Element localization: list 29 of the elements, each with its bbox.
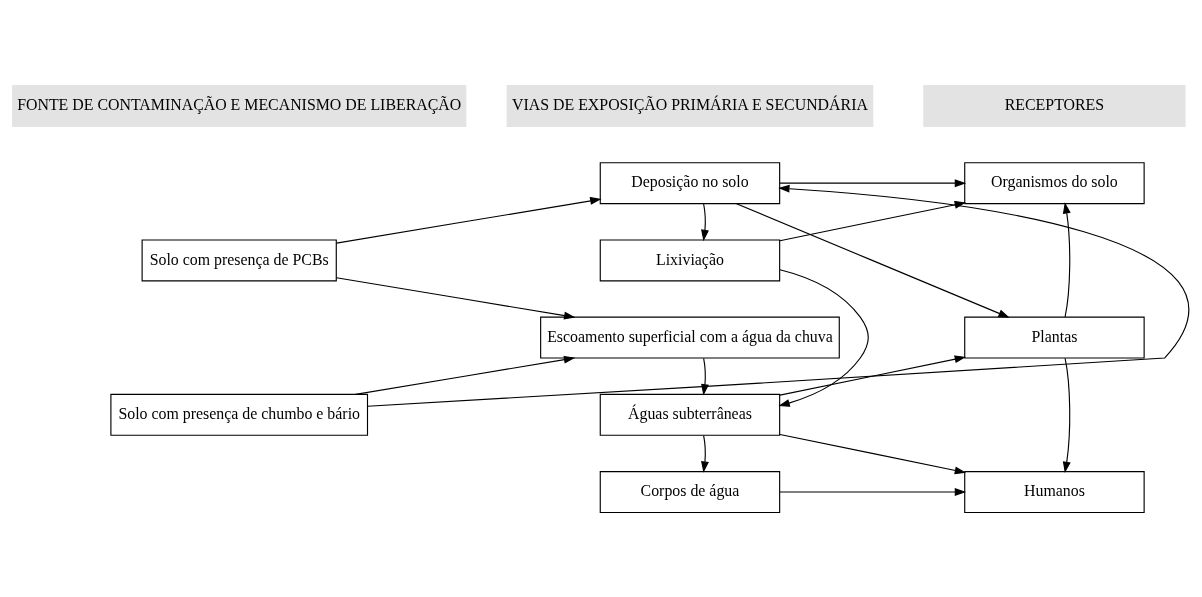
arrow — [779, 433, 967, 474]
node-box: Corpos de água — [599, 470, 781, 513]
arrow — [1062, 201, 1071, 318]
node-box: RECEPTORES — [923, 84, 1186, 127]
arrow — [779, 354, 966, 396]
arrow — [735, 202, 1010, 318]
arrow — [701, 202, 709, 241]
node-box: Solo com presença de chumbo e bário — [110, 393, 369, 436]
arrow — [335, 276, 576, 319]
node-box: Deposição no solo — [599, 161, 781, 204]
node-box: Lixiviação — [599, 238, 781, 281]
arrow — [779, 178, 967, 187]
arrow — [336, 196, 602, 244]
node-box: VIAS DE EXPOSIÇÃO PRIMÁRIA E SECUNDÁRIA — [506, 84, 874, 127]
node-box: Águas subterrâneas — [599, 393, 781, 436]
node-box: FONTE DE CONTAMINAÇÃO E MECANISMO DE LIBERAÇÃO — [12, 84, 467, 127]
arrow — [701, 434, 709, 473]
arrow — [779, 200, 966, 241]
node-box: Solo com presença de PCBs — [141, 238, 337, 281]
arrow — [778, 268, 869, 407]
arrow — [354, 355, 576, 395]
node-box: Escoamento superficial com a água da chuva — [540, 316, 840, 359]
arrow — [367, 184, 1189, 407]
node-box: Organismos do solo — [964, 161, 1145, 204]
arrow — [701, 357, 709, 396]
arrow — [779, 487, 967, 496]
node-box: Plantas — [964, 316, 1145, 359]
arrow — [1062, 357, 1071, 473]
node-box: Humanos — [964, 470, 1145, 513]
